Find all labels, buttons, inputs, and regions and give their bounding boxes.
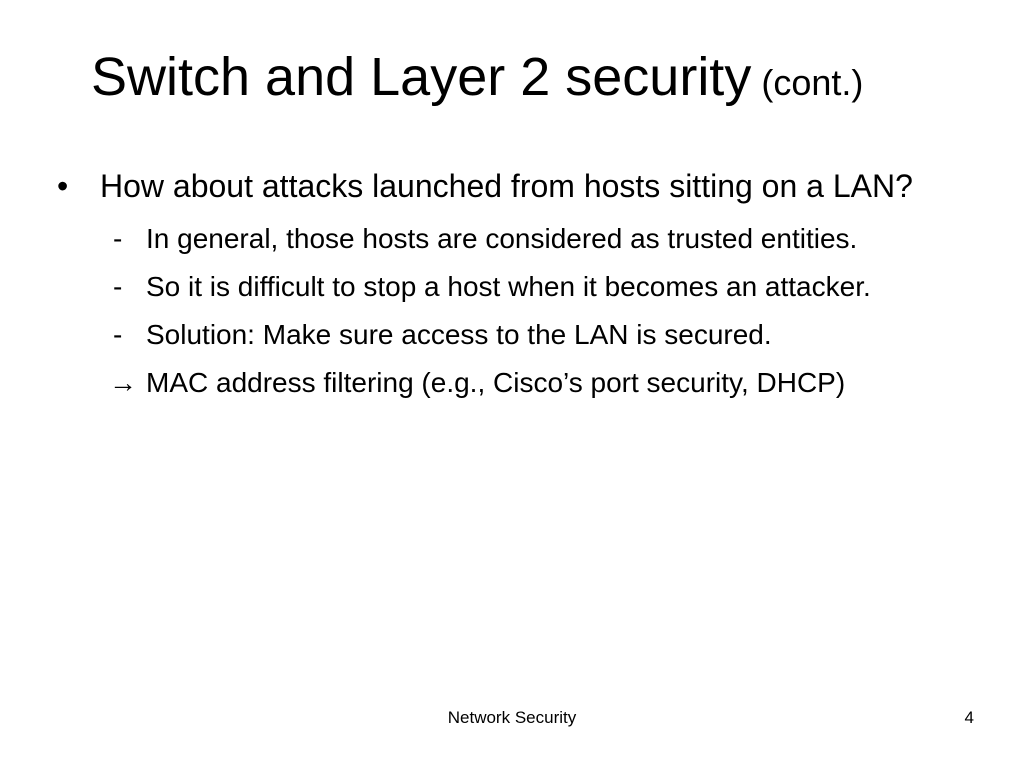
sub-bullet-text: So it is difficult to stop a host when i… [146,271,871,302]
sub-bullet-item: - So it is difficult to stop a host when… [100,267,937,307]
bullet-text: How about attacks launched from hosts si… [100,168,913,204]
arrow-item-text: MAC address filtering (e.g., Cisco’s por… [146,367,846,398]
right-arrow-icon: → [109,367,137,398]
dash-marker: - [113,223,123,254]
bullet-marker: • [57,168,69,204]
slide-body: • How about attacks launched from hosts … [57,163,937,411]
page-number: 4 [964,708,974,727]
sub-bullet-list: - In general, those hosts are considered… [57,219,937,403]
slide-title-suffix: (cont.) [761,62,864,103]
dash-marker: - [113,319,123,350]
sub-bullet-item: - In general, those hosts are considered… [100,219,937,259]
sub-bullet-text: Solution: Make sure access to the LAN is… [146,319,772,350]
sub-bullet-text: In general, those hosts are considered a… [146,223,858,254]
sub-bullet-item: - Solution: Make sure access to the LAN … [100,315,937,355]
bullet-item: • How about attacks launched from hosts … [57,163,937,209]
slide-title-main: Switch and Layer 2 security [91,47,752,107]
footer-title: Network Security [447,708,577,727]
slide-title: Switch and Layer 2 security(cont.) [91,50,971,104]
dash-marker: - [113,271,123,302]
arrow-item: → MAC address filtering (e.g., Cisco’s p… [100,363,937,403]
